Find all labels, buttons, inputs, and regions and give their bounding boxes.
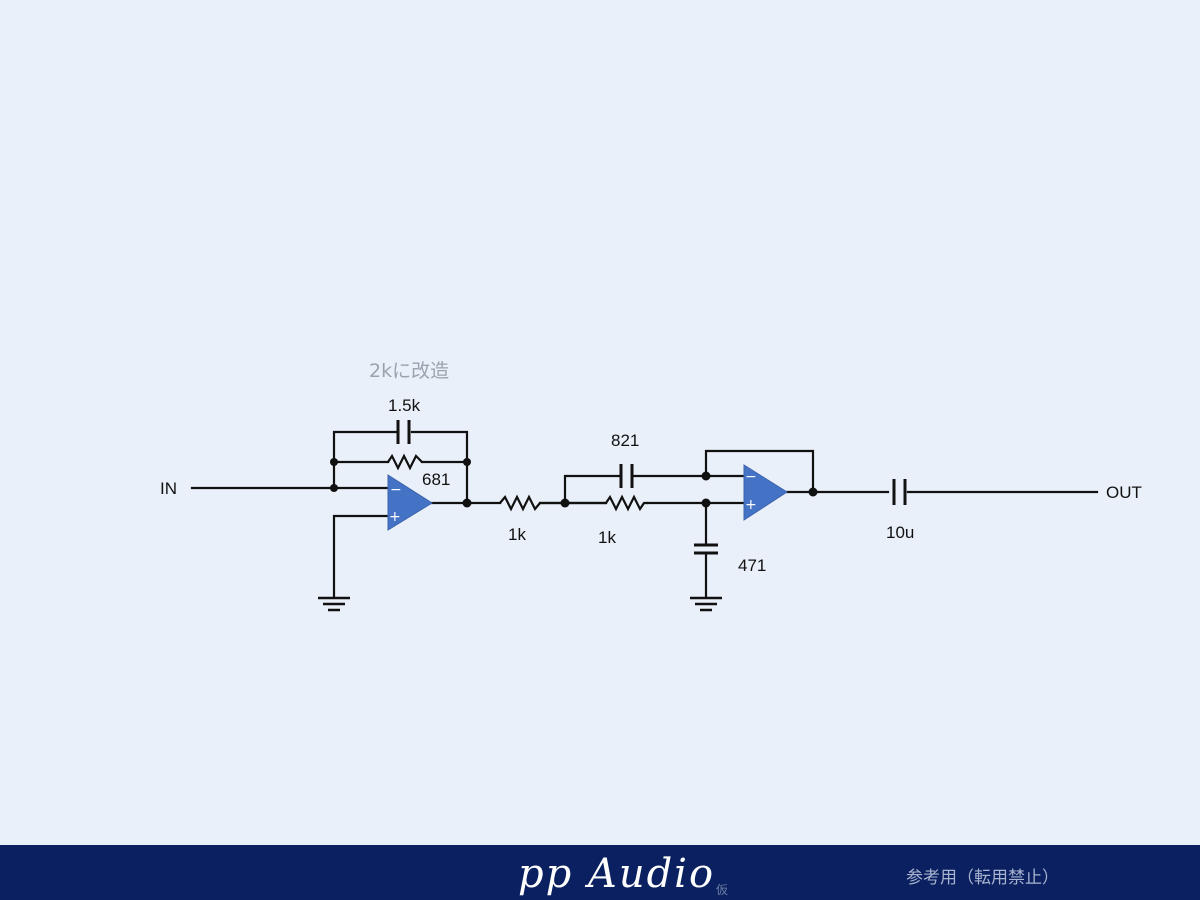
capacitor-1-5k: [396, 420, 411, 444]
label-input: IN: [160, 479, 177, 498]
opamp-1-noninverting-symbol: +: [389, 509, 401, 525]
capacitor-821: [619, 464, 634, 488]
stage2-cap-wire: [563, 474, 708, 505]
capacitor-471: [694, 543, 718, 555]
resistor-1k-a: [499, 494, 565, 512]
ground-symbol-2: [690, 596, 722, 612]
circuit-schematic: − + − + 2kに改造 1.5k 681 821 1k 1k 471 10u…: [160, 360, 1142, 612]
opamp-2-inverting-symbol: −: [745, 469, 757, 485]
label-output: OUT: [1106, 483, 1142, 502]
brand-mark: 仮: [716, 883, 729, 897]
label-res-1k-b: 1k: [598, 528, 616, 547]
footer-note: 参考用（転用禁止）: [906, 868, 1059, 888]
label-cap-10u: 10u: [886, 523, 914, 542]
ground-symbol-1: [318, 596, 350, 612]
junction-dots: [330, 458, 818, 508]
footer-bar: pp Audio 仮 参考用（転用禁止）: [0, 845, 1200, 900]
resistor-1k-b: [565, 494, 648, 512]
follower-feedback-wire: [704, 449, 815, 494]
label-cap-821: 821: [611, 431, 639, 450]
label-cap-471: 471: [738, 556, 766, 575]
resistor-681: [387, 453, 423, 471]
label-res-681: 681: [422, 470, 450, 489]
feedback-wire-outer: [332, 430, 469, 490]
opamp-1-inverting-symbol: −: [390, 482, 402, 498]
opamp-1: − +: [387, 474, 433, 531]
label-cap-1-5k: 1.5k: [388, 396, 421, 415]
brand-logo: pp Audio: [518, 851, 716, 897]
opamp-2-noninverting-symbol: +: [745, 497, 757, 513]
annotation-note: 2kに改造: [369, 360, 449, 382]
opamp-2: − +: [743, 464, 788, 521]
capacitor-10u: [892, 479, 907, 505]
label-res-1k-a: 1k: [508, 525, 526, 544]
ground-wire-1: [332, 514, 390, 598]
